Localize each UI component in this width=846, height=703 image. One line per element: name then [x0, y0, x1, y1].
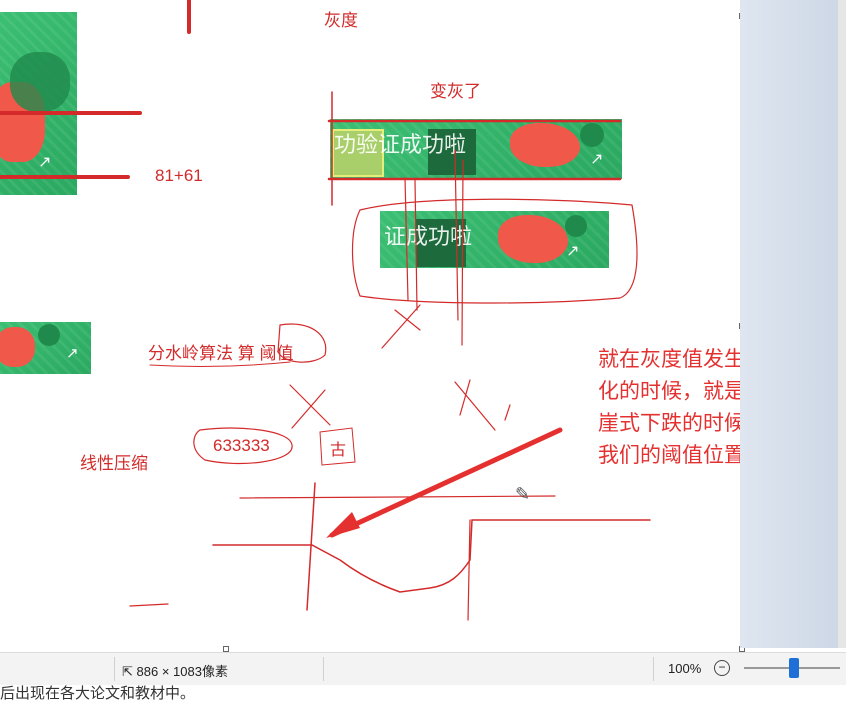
background-document-text: 后出现在各大论文和教材中。 [0, 685, 196, 702]
status-bar: ⇱ 886 × 1083像素 100% − [0, 652, 846, 685]
annotation-sum: 81+61 [155, 166, 203, 185]
annotation-strokes [0, 0, 651, 621]
annotation-grayscale: 灰度 [324, 11, 358, 30]
annotation-watershed: 分水岭算法 算 阈值 [148, 344, 294, 363]
zoom-slider-thumb[interactable] [789, 658, 799, 678]
annotation-handwritten-char: 古 [330, 442, 347, 459]
zoom-out-button[interactable]: − [714, 660, 730, 676]
image-canvas[interactable]: ↗ ↗ 功验证成功啦 ↗ 证成功啦 ↗ [0, 0, 740, 648]
annotation-became-gray: 变灰了 [430, 82, 481, 101]
captcha-image-top: 功验证成功啦 ↗ [330, 119, 622, 179]
captcha-image-left-bottom: ↗ [0, 322, 91, 374]
puzzle-piece [416, 219, 466, 267]
resize-handle-bottom-middle[interactable] [223, 646, 229, 652]
captcha-text-middle: 证成功啦 [384, 224, 473, 249]
arrow-icon: ↗ [66, 345, 79, 362]
image-size-icon: ⇱ [122, 664, 137, 679]
puzzle-slot [332, 129, 384, 177]
captcha-image-middle: 证成功啦 ↗ [380, 211, 609, 268]
image-dimensions: ⇱ 886 × 1083像素 [122, 661, 228, 680]
annotation-number: 633333 [213, 436, 270, 455]
captcha-image-left-top: ↗ [0, 12, 77, 195]
arrow-icon: ↗ [566, 243, 580, 260]
vertical-scrollbar[interactable] [838, 0, 846, 648]
annotation-explanation: 就在灰度值发生剧烈变化的时候，就是产生断崖式下跌的时候，就是我们的阈值位置 [598, 348, 740, 467]
workspace-background [740, 0, 846, 648]
annotation-linear-compress: 线性压缩 [80, 454, 148, 473]
captcha-text-top: 功验证成功啦 [334, 132, 467, 157]
arrow-icon: ↗ [590, 151, 604, 168]
puzzle-piece [428, 129, 476, 175]
image-dimensions-text: 886 × 1083像素 [136, 664, 228, 679]
pencil-cursor-icon: ✎ [515, 484, 531, 504]
arrow-icon: ↗ [38, 154, 52, 171]
zoom-level: 100% [668, 661, 702, 676]
